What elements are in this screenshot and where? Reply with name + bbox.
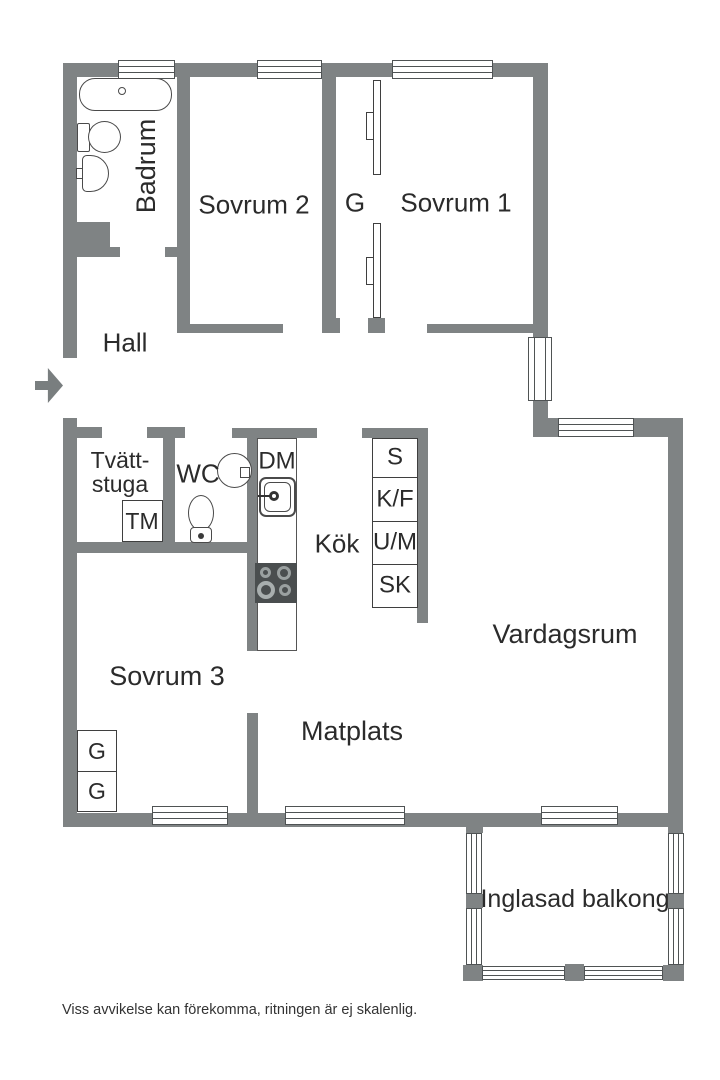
- window-sovrum3: [152, 806, 228, 825]
- room-label-wc: WC: [176, 458, 220, 489]
- toilet-bowl-badrum: [88, 121, 121, 153]
- room-label-sovrum2: Sovrum 2: [198, 189, 310, 220]
- stove-burner-4: [279, 584, 291, 596]
- wall-wc-kitchen-cap: [232, 428, 317, 438]
- balcony-post-right-mid: [666, 894, 684, 908]
- wall-badrum-right: [177, 63, 190, 333]
- disclaimer-text: Viss avvikelse kan förekomma, ritningen …: [62, 1002, 418, 1018]
- wall-matplats-divider: [247, 713, 258, 813]
- appliance-label-sk: SK: [378, 571, 412, 599]
- closet-label-g: G: [344, 187, 366, 218]
- sink-basin-badrum: [82, 155, 109, 192]
- wardrobe-label-g1: G: [88, 737, 106, 764]
- wall-closet-stub-right: [368, 318, 385, 333]
- room-label-hall: Hall: [102, 327, 148, 358]
- appliance-box-s: [372, 438, 418, 478]
- wardrobe-box-1: [77, 730, 117, 772]
- wall-wc-kitchen-stem: [247, 438, 258, 651]
- balcony-post-bottom-left: [463, 965, 483, 981]
- window-right-side: [528, 337, 552, 401]
- stove-burner-3: [257, 581, 275, 599]
- wardrobe-label-g2: G: [88, 777, 106, 804]
- kitchen-faucet-line: [258, 495, 272, 497]
- balcony-glass-right-upper: [668, 833, 684, 894]
- appliance-box-sk: [372, 564, 418, 608]
- wall-appliance-cap: [362, 428, 428, 438]
- room-label-vardagsrum: Vardagsrum: [492, 618, 638, 649]
- balcony-glass-bottom-right: [584, 966, 663, 980]
- wall-tvatt-wc-stem: [163, 438, 175, 542]
- balcony-glass-right-lower: [668, 908, 684, 965]
- wall-sovrum2-bottom: [185, 324, 283, 333]
- wall-left-upper: [63, 63, 77, 358]
- window-sovrum2: [257, 60, 322, 79]
- window-matplats: [285, 806, 405, 825]
- appliance-label-dm: DM: [258, 447, 296, 475]
- stove-burner-1: [260, 567, 271, 578]
- room-label-matplats: Matplats: [300, 715, 404, 746]
- window-badrum: [118, 60, 175, 79]
- tvattstuga-line2: stuga: [91, 471, 149, 497]
- balcony-post-bottom-right: [663, 965, 684, 981]
- balcony-post-top-left: [466, 820, 483, 833]
- wall-tvatt-wc-cap: [147, 427, 185, 438]
- wall-shaft-block: [77, 222, 110, 247]
- sink-wc-tab: [240, 467, 250, 478]
- room-label-sovrum3: Sovrum 3: [109, 660, 225, 691]
- entrance-arrow-icon: [35, 368, 63, 403]
- sliding-door-lower-tab: [366, 257, 374, 285]
- toilet-dot-wc: [198, 533, 204, 539]
- appliance-label-s: S: [386, 443, 404, 471]
- wall-shaft-ledge: [77, 247, 120, 257]
- wall-appliance-stem: [417, 438, 428, 623]
- appliance-label-kf: K/F: [376, 485, 414, 513]
- appliance-label-um: U/M: [373, 528, 417, 556]
- appliance-label-tm: TM: [125, 507, 159, 534]
- wall-hall-stub: [77, 427, 102, 438]
- wall-tvatt-bottom: [73, 542, 247, 553]
- wall-right-upper: [533, 63, 548, 420]
- wall-right-lower: [668, 437, 683, 833]
- kitchen-counter: [257, 438, 297, 651]
- wall-badrum-door-stub: [165, 247, 190, 257]
- balcony-post-bottom-mid: [565, 964, 584, 981]
- balcony-post-left-mid: [466, 894, 483, 908]
- room-label-badrum: Badrum: [130, 118, 161, 214]
- kitchen-faucet-dot: [269, 491, 279, 501]
- room-label-sovrum1: Sovrum 1: [400, 187, 512, 218]
- wall-left-lower: [63, 418, 77, 827]
- toilet-bowl-wc: [188, 495, 214, 531]
- room-label-balkong: Inglasad balkong: [480, 884, 670, 913]
- washing-machine-box: [122, 500, 163, 542]
- sliding-door-upper-tab: [366, 112, 374, 140]
- stove-burner-2: [277, 566, 291, 580]
- window-step: [558, 418, 634, 437]
- wall-closet-stub-left: [322, 318, 340, 333]
- sliding-door-upper: [373, 80, 381, 175]
- balcony-glass-left-lower: [466, 908, 482, 965]
- window-vardagsrum: [541, 806, 618, 825]
- balcony-glass-bottom-left: [482, 966, 565, 980]
- room-label-kok: Kök: [314, 528, 360, 559]
- room-label-tvattstuga: Tvätt- stuga: [91, 448, 150, 496]
- appliance-box-um: [372, 521, 418, 565]
- sliding-door-lower: [373, 223, 381, 318]
- bathtub-icon: [79, 78, 172, 111]
- wall-sovrum1-bottom: [427, 324, 533, 333]
- wardrobe-box-2: [77, 771, 117, 812]
- window-sovrum1: [392, 60, 493, 79]
- wall-closet-left: [322, 63, 336, 333]
- balcony-glass-left-upper: [466, 833, 482, 894]
- bathtub-drain: [118, 87, 126, 95]
- tvattstuga-line1: Tvätt-: [90, 446, 150, 473]
